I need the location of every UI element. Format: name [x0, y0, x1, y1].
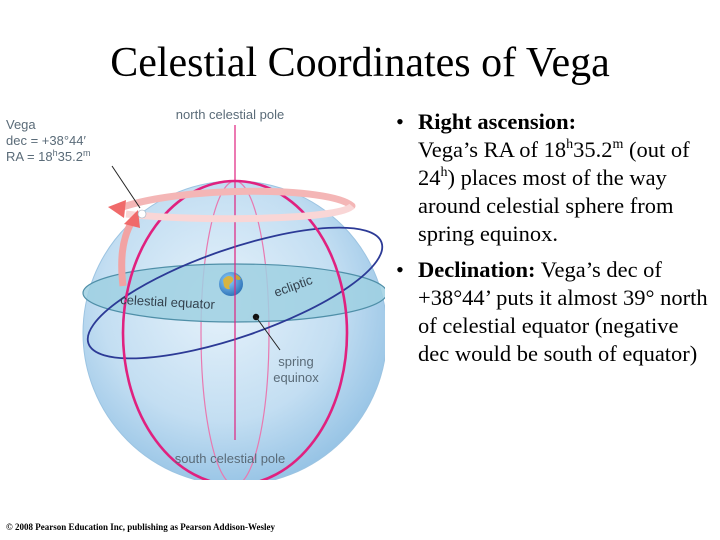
spring-equinox-label-2: equinox: [273, 370, 319, 385]
slide-title: Celestial Coordinates of Vega: [110, 40, 610, 86]
dec-arrowhead-icon: [124, 210, 140, 228]
vega-pointer-line: [111, 165, 141, 209]
ra-sup-h: h: [566, 137, 574, 152]
vega-label: Vega: [6, 117, 36, 132]
earth-icon: [219, 272, 243, 296]
spring-equinox-label-1: spring: [278, 354, 313, 369]
bullet-right-ascension: Right ascension: Vega’s RA of 18h35.2m (…: [392, 108, 714, 248]
ra-arrow-front: [125, 203, 355, 223]
vega-ra-prefix: RA = 18: [6, 149, 53, 164]
ra-heading: Right ascension:: [418, 109, 577, 134]
south-pole-label: south celestial pole: [175, 451, 286, 466]
dec-heading: Declination:: [418, 257, 536, 282]
ra-sup-m: m: [612, 137, 624, 152]
ra-text-4: ) places most of the way around celestia…: [418, 165, 674, 246]
vega-ra-mid: 35.2: [58, 149, 83, 164]
north-pole-label: north celestial pole: [176, 107, 284, 122]
bullet-declination: Declination: Vega’s dec of +38°44’ puts …: [392, 256, 714, 368]
celestial-equator-label: celestial equator: [120, 292, 216, 312]
vega-ra-m: m: [83, 148, 91, 158]
vega-ra-label: RA = 18h35.2m: [6, 148, 90, 164]
celestial-sphere-diagram: Vega dec = +38°44′ RA = 18h35.2m north c…: [6, 107, 385, 480]
vega-ra-h: h: [53, 148, 58, 158]
vega-star: [137, 209, 147, 219]
ra-arrow-back: [116, 187, 356, 212]
copyright-notice: © 2008 Pearson Education Inc, publishing…: [6, 522, 276, 532]
dec-arrow: [118, 221, 135, 287]
ra-arrowhead-icon: [108, 200, 126, 218]
dec-text: Vega’s dec of +38°44’ puts it almost 39°…: [418, 257, 708, 366]
spring-equinox-pointer: [255, 316, 281, 351]
ra-text-2: 35.2: [573, 137, 613, 162]
ra-text-1: Vega’s RA of 18: [418, 137, 567, 162]
ra-text-3: (out of 24: [418, 137, 690, 190]
vega-dec-label: dec = +38°44′: [6, 133, 86, 148]
ecliptic-ring: [86, 226, 384, 360]
ra-sup-h2: h: [440, 165, 448, 180]
bullet-list: Right ascension: Vega’s RA of 18h35.2m (…: [392, 108, 714, 376]
